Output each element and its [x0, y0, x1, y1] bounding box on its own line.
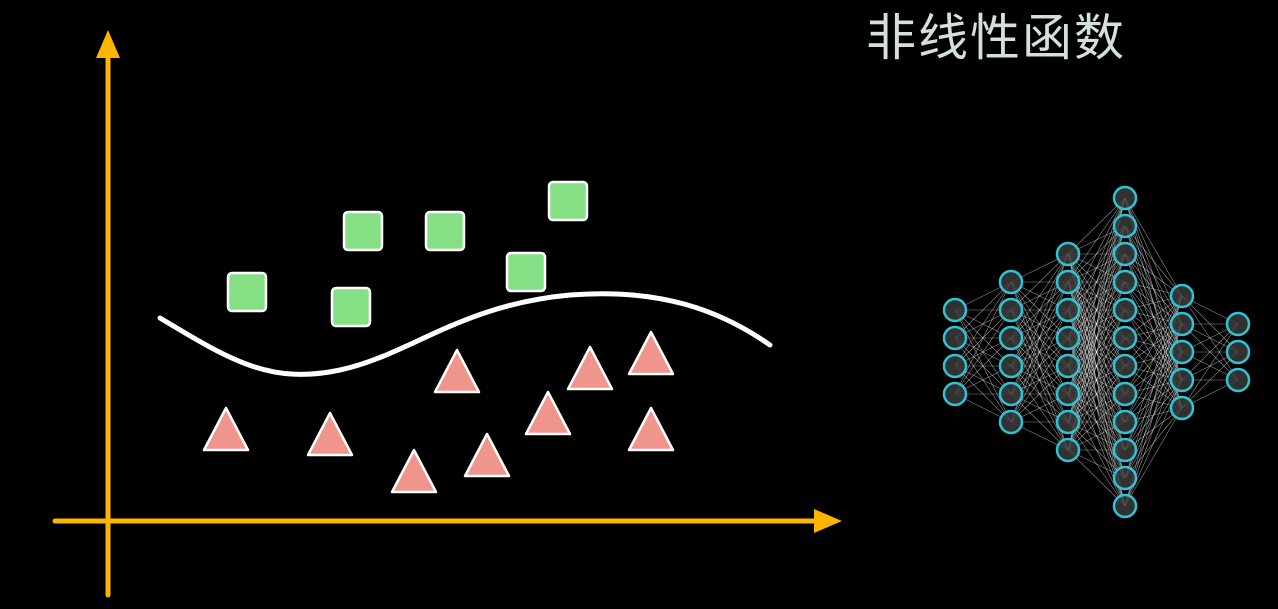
neuron [998, 409, 1024, 435]
neuron [1055, 325, 1081, 351]
network-connection [954, 281, 1012, 395]
neuron [1055, 381, 1081, 407]
network-connection [1181, 351, 1239, 409]
network-connection [954, 309, 1012, 395]
neuron [1055, 353, 1081, 379]
neuron [1112, 409, 1138, 435]
network-connection [1067, 197, 1126, 311]
triangle-point [306, 411, 354, 457]
neuron [998, 325, 1024, 351]
neuron [1112, 493, 1138, 519]
neuron [1112, 185, 1138, 211]
network-connection [1067, 197, 1126, 255]
network-connection [1010, 309, 1069, 423]
neuron [1055, 241, 1081, 267]
network-connection [1067, 337, 1126, 451]
network-connection [954, 281, 1012, 367]
neuron [1055, 409, 1081, 435]
triangle-point [433, 348, 481, 394]
neuron [1169, 339, 1195, 365]
neuron [998, 269, 1024, 295]
triangle-point [202, 406, 250, 452]
neuron [942, 325, 968, 351]
network-connection [1181, 323, 1239, 381]
network-connection [1010, 337, 1069, 423]
square-point [342, 210, 384, 252]
network-connection [1067, 197, 1126, 451]
x-axis-arrow-icon [814, 509, 842, 533]
network-connection [1010, 365, 1069, 423]
square-point [226, 271, 268, 313]
triangle-point [627, 406, 675, 452]
network-connection [1124, 197, 1183, 297]
network-connection [1010, 253, 1069, 367]
neuron [1225, 367, 1251, 393]
triangle-point [463, 432, 511, 478]
network-connection [1067, 365, 1126, 451]
triangle-point [627, 330, 675, 376]
network-connection [1067, 225, 1126, 451]
slide-title: 非线性函数 [866, 9, 1126, 67]
neuron [1112, 213, 1138, 239]
network-connection [954, 337, 1012, 395]
neuron [1169, 367, 1195, 393]
network-connection [1124, 407, 1183, 507]
network-connection [954, 281, 1012, 339]
square-point [505, 251, 547, 293]
neuron [998, 297, 1024, 323]
neuron [1112, 325, 1138, 351]
neuron [1055, 269, 1081, 295]
network-connection [1124, 295, 1183, 367]
square-class-points [226, 180, 589, 328]
network-connection [1010, 253, 1069, 311]
network-neurons [942, 185, 1251, 519]
neuron [1225, 339, 1251, 365]
network-connection [1181, 323, 1239, 409]
neuron [1112, 465, 1138, 491]
neuron [1112, 381, 1138, 407]
neuron [942, 297, 968, 323]
network-connections [954, 197, 1239, 507]
network-connection [1067, 393, 1126, 451]
neuron [1169, 283, 1195, 309]
neuron [1112, 437, 1138, 463]
neuron [1112, 269, 1138, 295]
network-connection [1010, 253, 1069, 339]
neuron [1112, 353, 1138, 379]
neuron [998, 381, 1024, 407]
triangle-point [566, 345, 614, 391]
network-connection [1067, 197, 1126, 283]
network-connection [1067, 197, 1126, 423]
neuron [998, 353, 1024, 379]
neuron [1169, 311, 1195, 337]
square-point [547, 180, 589, 222]
network-connection [1124, 225, 1183, 297]
neuron [1169, 395, 1195, 421]
triangle-point [524, 390, 572, 436]
neuron [1112, 241, 1138, 267]
neuron [1112, 297, 1138, 323]
neuron [942, 381, 968, 407]
neuron [1055, 297, 1081, 323]
triangle-point [390, 448, 438, 494]
network-connection [1067, 449, 1126, 507]
neuron [942, 353, 968, 379]
square-point [424, 210, 466, 252]
triangle-class-points [202, 330, 675, 494]
square-point [330, 286, 372, 328]
neuron [1225, 311, 1251, 337]
neural-network-icon [942, 185, 1251, 519]
axes [52, 30, 842, 598]
neuron [1055, 437, 1081, 463]
decision-boundary-curve [157, 291, 773, 377]
y-axis-arrow-icon [96, 30, 120, 58]
network-connection [1124, 295, 1183, 395]
